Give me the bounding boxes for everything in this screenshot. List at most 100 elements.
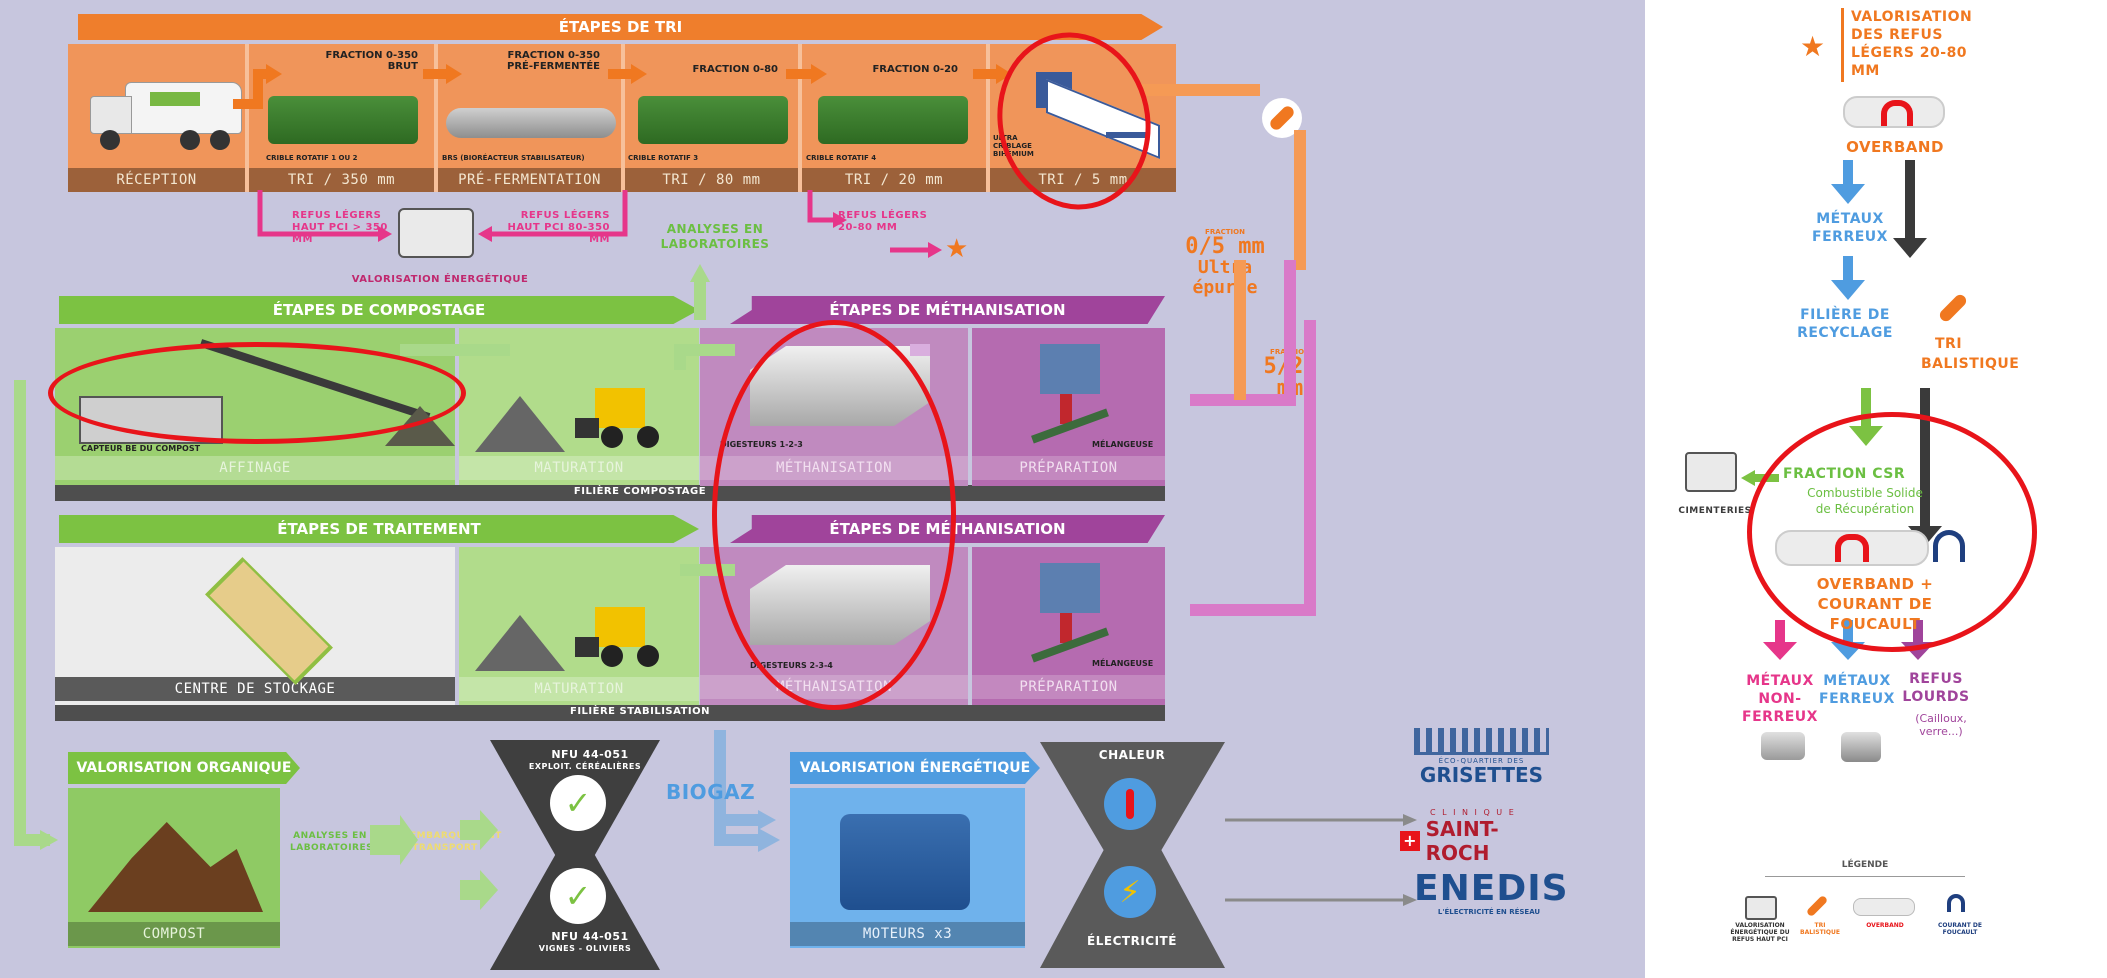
fraction-0-350-brut: FRACTION 0-350 BRUT — [325, 50, 419, 72]
lightning-icon: ⚡ — [1104, 866, 1156, 918]
electricite-label: ÉLECTRICITÉ — [1087, 934, 1177, 948]
side-nonferreux: MÉTAUX NON-FERREUX — [1742, 673, 1818, 725]
grisettes-name: GRISETTES — [1419, 763, 1544, 787]
legend-overband-icon — [1853, 898, 1915, 916]
energetique-header: VALORISATION ÉNERGÉTIQUE — [790, 752, 1040, 784]
stage-pre-fermentation: PRÉ-FERMENTATION — [438, 168, 621, 192]
garbage-truck-icon — [90, 82, 242, 152]
analyses-laboratoires: ANALYSES EN LABORATOIRES — [660, 222, 770, 251]
fraction-0-80: FRACTION 0-80 — [692, 64, 778, 75]
legend-item-1: TRI BALISTIQUE — [1800, 922, 1840, 936]
side-ferreux2: MÉTAUX FERREUX — [1819, 673, 1895, 707]
enedis-name: ENEDIS — [1414, 868, 1569, 909]
side-valorisation-label: VALORISATION DES REFUS LÉGERS 20-80 mm — [1851, 9, 1973, 79]
legend-item-3: COURANT DE FOUCAULT — [1938, 922, 1982, 936]
partner-arrows — [1225, 814, 1417, 906]
stage-affinage: AFFINAGE — [55, 456, 455, 480]
side-metaux-ferreux: MÉTAUX FERREUX — [1812, 211, 1888, 245]
traitement-section: ÉTAPES DE TRAITEMENT CENTRE DE STOCKAGE … — [55, 515, 699, 720]
wheel-loader-icon-2 — [575, 607, 665, 667]
mixer-icon-2 — [1030, 563, 1120, 663]
organique-header: VALORISATION ORGANIQUE — [68, 752, 300, 784]
legend-item-0: VALORISATION ÉNERGÉTIQUE DU REFUS HAUT P… — [1730, 922, 1790, 943]
highlight-csr — [1747, 412, 2037, 652]
saintroch-top: C L I N I Q U E — [1430, 808, 1516, 817]
organique-section: VALORISATION ORGANIQUE COMPOST — [68, 752, 300, 952]
metal-scrap-icon-2 — [1841, 732, 1881, 762]
stage-preparation-1: PRÉPARATION — [972, 456, 1165, 480]
enedis-logo: ENEDIS L'ÉLECTRICITÉ EN RÉSEAU — [1414, 868, 1569, 917]
stage-tri-350: TRI / 350 mm — [249, 168, 434, 192]
side-star-icon: ★ — [1800, 30, 1826, 63]
stage-centre-stockage: CENTRE DE STOCKAGE — [55, 677, 455, 701]
legend-item-2: OVERBAND — [1866, 922, 1904, 929]
energetique-section: VALORISATION ÉNERGÉTIQUE MOTEURS x3 — [790, 752, 1040, 952]
legend-box: LÉGENDE VALORISATION ÉNERGÉTIQUE DU REFU… — [1725, 860, 2005, 960]
nfu2-sub: VIGNES - OLIVIERS — [538, 944, 632, 953]
star-icon: ★ — [945, 234, 969, 264]
nfu2-label: NFU 44-051 — [551, 930, 629, 943]
stage-tri-20: TRI / 20 mm — [802, 168, 986, 192]
f05-small: FRACTION — [1205, 228, 1245, 236]
fraction-0-20: FRACTION 0-20 — [872, 64, 958, 75]
side-tri: TRI — [1935, 336, 1963, 352]
traitement-body-2 — [459, 547, 699, 717]
rotary-screen-4-icon — [818, 96, 968, 144]
legend-foucault-icon — [1947, 894, 1965, 912]
legend-balistique-icon — [1805, 894, 1829, 918]
stage-preparation-2: PRÉPARATION — [972, 675, 1165, 699]
thermometer-icon — [1104, 778, 1156, 830]
side-green-arrow — [1741, 470, 1755, 486]
filiere-stabilisation-bar — [55, 705, 1165, 721]
side-overband-label: OVERBAND — [1846, 138, 1944, 156]
melangeuse-label-2: MÉLANGEUSE — [1092, 659, 1154, 668]
methanisation1-header-label: ÉTAPES DE MÉTHANISATION — [829, 301, 1066, 319]
machine-brs: BRS (BIORÉACTEUR STABILISATEUR) — [442, 154, 585, 162]
f05-value: 0/5 mm — [1185, 234, 1265, 259]
traitement-header: ÉTAPES DE TRAITEMENT — [59, 515, 699, 543]
organique-analyses: ANALYSES EN LABORATOIRES — [290, 831, 374, 853]
legend-title: LÉGENDE — [1841, 860, 1889, 870]
mixer-icon-1 — [1030, 344, 1120, 444]
stage-tri-80: TRI / 80 mm — [625, 168, 798, 192]
rotary-screen-3-icon — [638, 96, 788, 144]
biogaz-label: BIOGAZ — [666, 780, 756, 804]
compostage-header-label: ÉTAPES DE COMPOSTAGE — [272, 301, 486, 319]
energy-valorisation-icon — [398, 208, 474, 258]
compostage-section: ÉTAPES DE COMPOSTAGE AFFINAGE MATURATION… — [55, 296, 699, 501]
red-cross-icon: + — [1400, 831, 1420, 851]
organique-header-label: VALORISATION ORGANIQUE — [76, 760, 292, 776]
moteurs-label: MOTEURS x3 — [790, 922, 1025, 946]
side-filiere: FILIÈRE DE RECYCLAGE — [1797, 307, 1893, 341]
saintroch-logo: C L I N I Q U E + SAINT-ROCH — [1400, 808, 1560, 865]
grisettes-logo: ÉCO-QUARTIER DES GRISETTES — [1414, 728, 1549, 785]
highlight-affinage — [48, 342, 466, 444]
refus-arrows — [257, 190, 942, 258]
saintroch-name: SAINT-ROCH — [1425, 817, 1499, 865]
wheel-loader-icon — [575, 388, 665, 448]
grisettes-top: ÉCO-QUARTIER DES — [1438, 757, 1525, 765]
side-tri-balistique-icon — [1935, 290, 1969, 324]
tri-section: ÉTAPES DE TRI RÉCEPTION TRI / 350 mm PRÉ… — [68, 14, 1178, 204]
filiere-compostage-label: FILIÈRE COMPOSTAGE — [573, 486, 707, 497]
stage-tri-5: TRI / 5 mm — [990, 168, 1176, 192]
nfu1-check-icon: ✓ — [550, 775, 606, 831]
side-valorisation-bar — [1841, 8, 1844, 82]
enedis-sub: L'ÉLECTRICITÉ EN RÉSEAU — [1437, 908, 1541, 916]
machine-crible-3: CRIBLE ROTATIF 3 — [628, 154, 699, 162]
compost-label: COMPOST — [68, 922, 280, 946]
filiere-stabilisation-label: FILIÈRE STABILISATION — [570, 706, 710, 717]
nfu2-check-icon: ✓ — [550, 868, 606, 924]
chaleur-label: CHALEUR — [1098, 748, 1166, 762]
ultra-screen-icon — [1016, 62, 1166, 162]
side-flow-arrows — [1140, 84, 1316, 616]
capteur-label: CAPTEUR BE DU COMPOST — [81, 444, 201, 453]
stage-maturation-c: MATURATION — [459, 456, 699, 480]
motor-icon — [840, 814, 970, 910]
nfu1-sub: EXPLOIT. CÉRÉALIÈRES — [528, 762, 642, 771]
fraction-0-350-pre: FRACTION 0-350 PRÉ-FERMENTÉE — [506, 50, 600, 72]
tri-flow-arrows — [233, 64, 1012, 109]
refus-leger-350: REFUS LÉGERS HAUT PCI > 350 mm — [292, 210, 388, 245]
stage-reception: RÉCEPTION — [68, 168, 245, 192]
rotary-screen-1-icon — [268, 96, 418, 144]
